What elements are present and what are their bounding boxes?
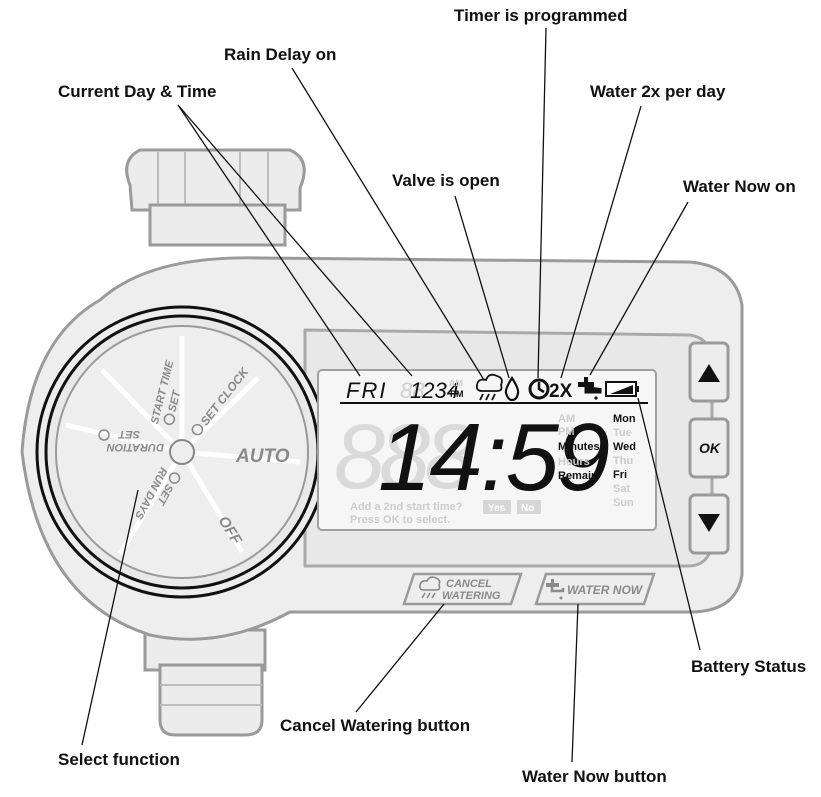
lcd-day-fri: Fri xyxy=(613,469,627,481)
lcd-big-number: 14:59 xyxy=(378,404,609,511)
lcd-time-am: AM xyxy=(449,378,463,388)
lcd-time-pm: PM xyxy=(450,389,464,399)
rain-cloud-icon xyxy=(419,576,441,599)
lcd-no-box xyxy=(517,500,541,514)
up-button[interactable] xyxy=(688,341,730,403)
dial-label-set-start: SET xyxy=(166,388,183,413)
cancel-watering-button[interactable]: CANCEL WATERING xyxy=(402,572,523,606)
ok-button-label: OK xyxy=(699,440,721,456)
lcd-day-sun: Sun xyxy=(613,497,634,509)
dial-label-auto: AUTO xyxy=(235,446,290,467)
clock-icon xyxy=(528,378,550,400)
water-drop-icon xyxy=(504,375,520,402)
lcd-display: FRI 88 1234 AM PM 2X xyxy=(317,369,657,531)
water-now-button-label: WATER NOW xyxy=(567,583,644,597)
leader-rain-delay xyxy=(291,67,485,381)
dial-label-set-duration: SET xyxy=(117,428,140,440)
battery-icon xyxy=(605,381,639,397)
callout-battery-status: Battery Status xyxy=(691,657,807,676)
leader-cancel xyxy=(355,603,445,713)
lcd-day-tue: Tue xyxy=(613,427,632,439)
down-button[interactable] xyxy=(688,493,730,555)
cancel-button-line2: WATERING xyxy=(442,590,501,602)
callout-valve-open: Valve is open xyxy=(392,171,500,190)
water-now-button[interactable]: WATER NOW xyxy=(534,572,656,606)
callout-current-day-time: Current Day & Time xyxy=(58,82,217,101)
triangle-down-icon xyxy=(698,514,720,532)
lcd-faint-segment: 88 xyxy=(400,378,425,403)
cancel-button-line1: CANCEL xyxy=(446,578,492,590)
callout-timer-programmed: Timer is programmed xyxy=(454,6,628,25)
leader-timer xyxy=(537,27,547,379)
clock-icon xyxy=(163,413,176,426)
ok-button[interactable]: OK xyxy=(688,417,730,479)
lcd-day-thu: Thu xyxy=(613,455,633,467)
leader-water-now-on xyxy=(589,201,689,376)
callout-cancel-watering-button: Cancel Watering button xyxy=(280,716,471,735)
dial-label-duration: DURATION xyxy=(106,441,164,453)
leader-water-now-button xyxy=(571,603,579,763)
lcd-day-mon: Mon xyxy=(613,413,636,425)
leader-valve xyxy=(454,195,510,379)
leader-select-function xyxy=(81,489,139,746)
lcd-prompt-line2: Press OK to select. xyxy=(350,514,450,526)
lcd-yes: Yes xyxy=(488,503,506,514)
callout-rain-delay: Rain Delay on xyxy=(224,45,337,64)
leader-time xyxy=(177,104,413,377)
function-dial[interactable]: AUTO OFF SET CLOCK SET START TIME DURATI… xyxy=(35,305,329,599)
clock-icon xyxy=(191,423,204,436)
faucet-icon xyxy=(546,579,565,600)
leader-day xyxy=(177,104,361,377)
clock-icon xyxy=(98,429,110,441)
lcd-2x: 2X xyxy=(549,381,573,402)
lcd-day-wed: Wed xyxy=(613,441,636,453)
triangle-up-icon xyxy=(698,364,720,382)
callout-select-function: Select function xyxy=(58,750,180,769)
lcd-day: FRI xyxy=(346,378,387,403)
lcd-unit-minutes: Minutes xyxy=(558,441,600,453)
lcd-yes-box xyxy=(483,500,511,514)
lcd-faint-digits: 888 xyxy=(334,406,475,508)
lcd-unit-hours: Hours xyxy=(558,456,590,468)
callout-water-now-on: Water Now on xyxy=(683,177,796,196)
callout-water-2x: Water 2x per day xyxy=(590,82,726,101)
lcd-pm-faint: PM xyxy=(558,426,575,438)
clock-icon xyxy=(168,472,181,484)
lcd-time: 1234 xyxy=(410,378,459,403)
leader-2x xyxy=(560,105,642,379)
callout-leaders xyxy=(81,27,701,763)
lcd-day-sat: Sat xyxy=(613,483,630,495)
lcd-prompt-line1: Add a 2nd start time? xyxy=(350,501,463,513)
lcd-unit-remain: Remain xyxy=(558,470,598,482)
callout-water-now-button: Water Now button xyxy=(522,767,667,786)
rain-cloud-icon xyxy=(475,373,503,401)
lcd-no: No xyxy=(521,503,534,514)
faucet-icon xyxy=(578,377,602,400)
lcd-am-faint: AM xyxy=(558,413,575,425)
leader-battery xyxy=(637,397,701,651)
